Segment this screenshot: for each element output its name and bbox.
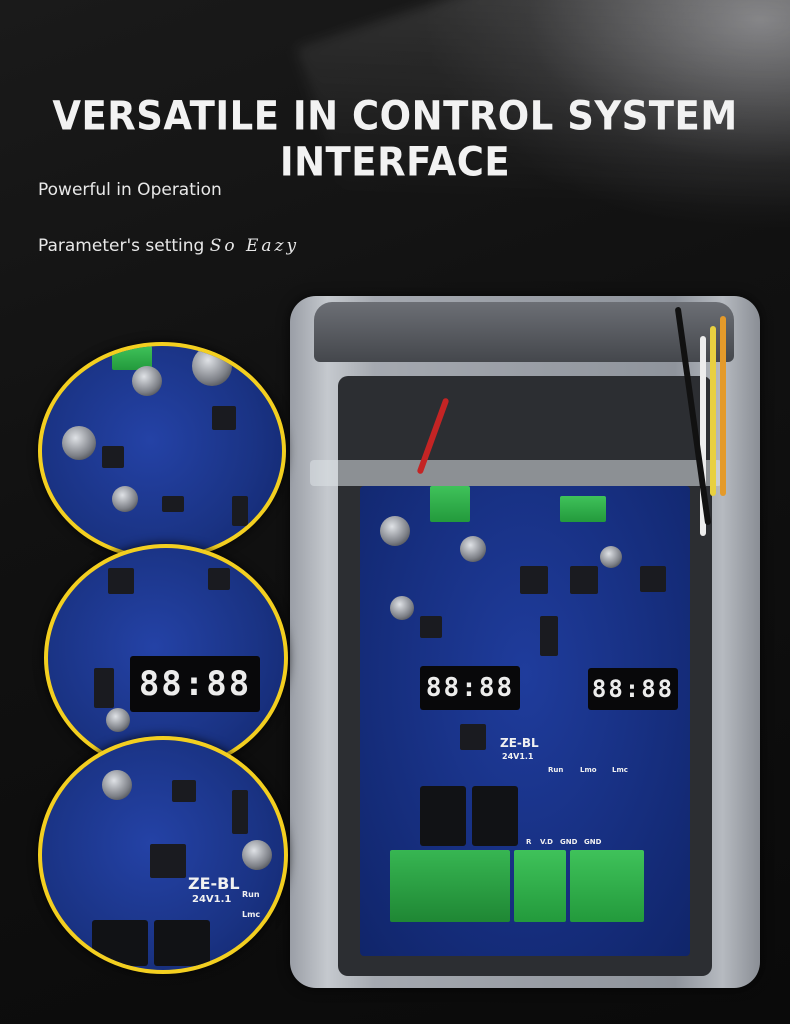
zoom-board-version-label: 24V1.1	[192, 894, 232, 905]
segment-display-right: 88:88	[588, 668, 678, 710]
transparent-rail	[310, 460, 722, 486]
terminal-block	[514, 850, 566, 922]
capacitor	[192, 346, 232, 386]
relay	[472, 786, 518, 846]
feature-parameter-setting: Parameter's setting So Eazy	[38, 236, 299, 256]
control-board: 88:88 88:88 ZE-BL 24V1.1 Run Lmo Lmc R V…	[360, 486, 690, 956]
ic-chip	[162, 496, 184, 512]
board-model-label: ZE-BL	[500, 736, 539, 750]
run-label: Run	[548, 766, 564, 774]
display-digits: 88:88	[138, 664, 252, 704]
ic-chip	[232, 496, 248, 526]
wire-orange	[720, 316, 726, 496]
ic-chip	[570, 566, 598, 594]
capacitor	[132, 366, 162, 396]
ic-chip	[420, 616, 442, 638]
terminal-label-gnd-2: GND	[584, 838, 602, 846]
terminal-block	[390, 850, 510, 922]
lmo-label: Lmo	[580, 766, 597, 774]
wire-yellow	[710, 326, 716, 496]
ic-chip	[520, 566, 548, 594]
page-title: VERSATILE IN CONTROL SYSTEM INTERFACE	[52, 92, 738, 186]
terminal-label-gnd: GND	[560, 838, 578, 846]
display-digits: 88:88	[425, 673, 515, 703]
microcontroller-chip	[460, 724, 486, 750]
zoom-circle-mcu-section: ZE-BL 24V1.1 Run Lmc	[38, 736, 288, 974]
capacitor	[102, 770, 132, 800]
board-version-label: 24V1.1	[502, 752, 534, 761]
wire-white	[700, 336, 706, 536]
feature-parameter-text: Parameter's setting	[38, 236, 210, 256]
display-digits: 88:88	[591, 675, 675, 703]
ic-chip	[102, 446, 124, 468]
capacitor	[460, 536, 486, 562]
ic-chip	[212, 406, 236, 430]
capacitor	[380, 516, 410, 546]
zoom-board-model-label: ZE-BL	[188, 874, 240, 893]
zoom-lmc-label: Lmc	[242, 910, 261, 919]
power-terminal	[430, 486, 470, 522]
feature-operation: Powerful in Operation	[38, 180, 222, 200]
zoom-run-label: Run	[242, 890, 260, 899]
relay	[420, 786, 466, 846]
controller-enclosure: 88:88 88:88 ZE-BL 24V1.1 Run Lmo Lmc R V…	[290, 296, 760, 988]
microcontroller-chip	[150, 844, 186, 878]
zoom-circle-power-section	[38, 342, 286, 560]
motor-terminal	[560, 496, 606, 522]
feature-eazy-text: So Eazy	[209, 236, 300, 256]
ic-chip	[172, 780, 196, 802]
ic-chip	[208, 568, 230, 590]
ic-chip	[94, 668, 114, 708]
capacitor	[242, 840, 272, 870]
relay	[92, 920, 148, 966]
ic-chip	[540, 616, 558, 656]
terminal-block	[570, 850, 644, 922]
zoom-segment-display: 88:88	[130, 656, 260, 712]
lmc-label: Lmc	[612, 766, 628, 774]
ic-chip	[108, 568, 134, 594]
zoom-circle-display-section: 88:88	[44, 544, 288, 772]
capacitor	[62, 426, 96, 460]
relay	[154, 920, 210, 966]
segment-display-left: 88:88	[420, 666, 520, 710]
capacitor	[112, 486, 138, 512]
ic-chip	[232, 790, 248, 834]
capacitor	[106, 708, 130, 732]
enclosure-top-cap	[314, 302, 734, 362]
capacitor	[600, 546, 622, 568]
terminal-label-vd: V.D	[540, 838, 553, 846]
terminal-label-r: R	[526, 838, 532, 846]
capacitor	[390, 596, 414, 620]
ic-chip	[640, 566, 666, 592]
